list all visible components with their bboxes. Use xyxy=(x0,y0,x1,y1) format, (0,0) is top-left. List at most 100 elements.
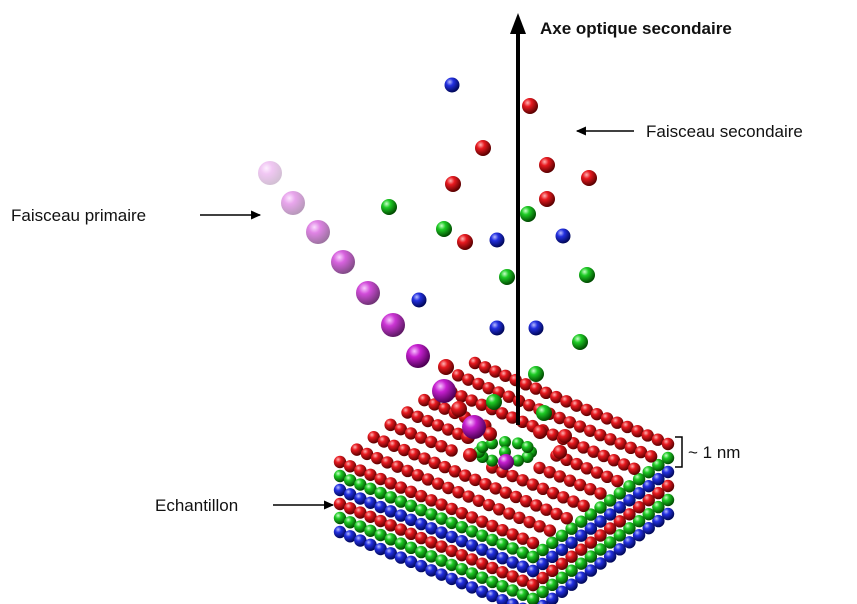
blue-sample-atom xyxy=(435,526,448,539)
red-sample-atom xyxy=(486,519,499,533)
blue-sample-atom xyxy=(565,578,578,591)
red-sample-atom xyxy=(462,490,475,503)
blue-sample-atom xyxy=(333,483,347,497)
green-secondary-atom xyxy=(579,267,595,283)
green-sample-atom xyxy=(623,522,636,535)
blue-sample-atom xyxy=(661,465,675,479)
red-sample-atom xyxy=(526,536,540,550)
magenta-implanted-atom xyxy=(498,454,514,470)
red-sample-atom xyxy=(594,428,607,442)
blue-sample-atom xyxy=(465,539,479,552)
blue-sample-atom xyxy=(394,551,408,564)
red-sample-atom xyxy=(404,527,418,541)
red-sample-atom xyxy=(455,548,469,562)
red-sample-atom xyxy=(475,398,489,412)
green-crater-atom xyxy=(499,436,511,448)
magenta-primary-atom xyxy=(306,220,330,244)
blue-sample-atom xyxy=(642,521,655,535)
red-sample-atom xyxy=(448,465,462,478)
red-sample-atom xyxy=(614,437,627,450)
red-sample-atom xyxy=(533,520,546,533)
green-sample-atom xyxy=(455,562,469,576)
blue-sample-atom xyxy=(486,547,499,561)
green-sample-atom xyxy=(425,550,438,563)
red-sample-atom xyxy=(489,365,502,378)
red-sample-atom xyxy=(343,460,357,473)
green-sample-atom xyxy=(594,543,607,556)
red-sample-atom xyxy=(333,497,347,511)
red-sample-atom xyxy=(370,451,384,465)
blue-sample-atom xyxy=(374,542,387,556)
red-sample-atom xyxy=(398,443,411,457)
red-sample-atom xyxy=(594,487,607,500)
red-sample-atom xyxy=(495,407,509,420)
red-sample-atom xyxy=(584,483,597,496)
blue-sample-atom xyxy=(354,492,367,505)
blue-sample-atom xyxy=(465,581,479,594)
red-sample-atom xyxy=(601,470,614,484)
green-sample-atom xyxy=(623,480,636,493)
green-sample-atom xyxy=(415,503,428,517)
red-sample-atom xyxy=(482,498,496,512)
red-sample-atom xyxy=(476,515,489,528)
red-sample-atom xyxy=(628,462,641,475)
red-sample-atom xyxy=(452,486,465,499)
red-sample-atom xyxy=(343,502,357,515)
blue-sample-atom xyxy=(506,556,519,569)
red-sample-atom xyxy=(563,474,577,487)
blue-sample-atom xyxy=(546,592,559,604)
blue-sample-atom xyxy=(343,530,357,543)
red-sample-atom xyxy=(502,390,516,403)
green-sample-atom xyxy=(496,580,509,593)
green-crater-atom xyxy=(521,441,534,453)
secondary-particles xyxy=(381,77,597,421)
red-sample-atom xyxy=(553,470,567,483)
blue-sample-atom xyxy=(476,543,489,556)
magenta-primary-atom xyxy=(281,191,305,215)
green-sample-atom xyxy=(536,543,549,557)
red-sample-atom xyxy=(435,439,448,453)
blue-sample-atom xyxy=(394,509,408,522)
red-sample-atom xyxy=(455,506,469,520)
red-sample-atom xyxy=(546,564,559,578)
red-sample-atom xyxy=(360,447,374,461)
green-sample-atom xyxy=(536,585,549,599)
green-sample-atom xyxy=(632,473,646,486)
blue-sample-atom xyxy=(445,530,458,544)
red-crater-rim-atom xyxy=(553,445,567,459)
green-sample-atom xyxy=(476,571,489,584)
red-sample-atom xyxy=(580,462,594,475)
red-sample-atom xyxy=(425,494,438,507)
red-sample-atom xyxy=(573,478,587,492)
green-secondary-atom xyxy=(499,269,515,285)
green-sample-atom xyxy=(465,567,479,580)
red-sample-atom xyxy=(476,557,489,570)
red-sample-atom xyxy=(465,553,479,566)
red-sample-atom xyxy=(570,457,583,471)
green-sample-atom xyxy=(415,545,428,559)
sample-block xyxy=(333,356,675,604)
red-secondary-atom xyxy=(475,140,491,156)
axis-arrowhead-icon xyxy=(510,13,526,34)
blue-sample-atom xyxy=(415,559,428,573)
green-sample-atom xyxy=(584,550,598,563)
red-sample-atom xyxy=(634,445,648,459)
red-sample-atom xyxy=(441,423,455,436)
red-crater-rim-atom xyxy=(533,425,547,439)
red-secondary-atom xyxy=(539,157,555,173)
red-sample-atom xyxy=(506,528,519,541)
green-sample-atom xyxy=(584,508,598,521)
red-sample-atom xyxy=(557,491,570,504)
blue-sample-atom xyxy=(594,515,607,528)
magenta-primary-atom xyxy=(432,379,456,403)
red-sample-atom xyxy=(651,433,665,446)
green-sample-atom xyxy=(394,495,408,508)
blue-sample-atom xyxy=(555,543,569,556)
blue-sample-atom xyxy=(623,536,636,549)
red-sample-atom xyxy=(533,461,546,475)
blue-sample-atom xyxy=(536,557,549,571)
green-sample-atom xyxy=(404,541,418,555)
red-sample-atom xyxy=(421,414,435,428)
red-sample-atom xyxy=(543,524,557,537)
red-sample-atom xyxy=(384,418,397,432)
